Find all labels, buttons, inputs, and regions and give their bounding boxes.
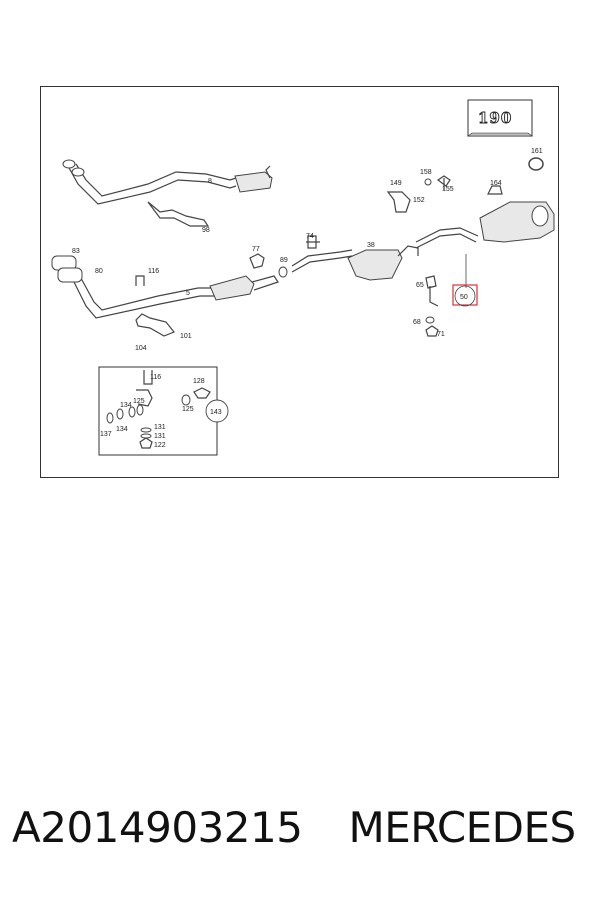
inset-callout-125-b: 125 (182, 406, 194, 413)
bracket-149 (386, 191, 411, 213)
nut-71 (425, 325, 439, 337)
callout-5: 5 (186, 290, 190, 297)
callout-101: 101 (180, 333, 192, 340)
callout-50-highlight (452, 284, 478, 306)
inset-callout-131-b: 131 (154, 433, 166, 440)
callout-50-circle (454, 285, 476, 307)
callout-74: 74 (306, 233, 314, 240)
hanger-161 (528, 157, 544, 171)
inset-callout-116: 116 (150, 374, 161, 381)
callout-50: 50 (460, 294, 468, 301)
inset-callout-128: 128 (193, 378, 205, 385)
callout-161: 161 (531, 148, 543, 155)
callout-8: 8 (208, 178, 212, 185)
callout-98: 98 (202, 227, 210, 234)
middle-muffler (291, 245, 419, 281)
inset-callout-137: 137 (100, 431, 112, 438)
callout-65: 65 (416, 282, 424, 289)
inset-callout-134: 134 (120, 402, 132, 409)
bracket-101 (135, 313, 175, 337)
bolt-155 (436, 175, 451, 190)
callout-164: 164 (490, 180, 502, 187)
callout-83: 83 (72, 248, 80, 255)
washer-158 (424, 178, 432, 186)
exhaust-system-diagram: 190 (40, 86, 559, 478)
callout-68: 68 (413, 319, 421, 326)
part-number: A2014903215 (12, 803, 303, 852)
front-pipe-lower (51, 255, 279, 319)
callout-labels: 8 98 83 80 116 5 104 101 77 89 74 38 149… (72, 148, 543, 449)
model-badge: 190 (467, 99, 533, 137)
callout-116: 116 (148, 268, 159, 275)
brand-name: MERCEDES (348, 803, 576, 852)
clamp-74 (306, 235, 320, 249)
callout-89: 89 (280, 257, 288, 264)
front-pipe-upper (62, 159, 273, 205)
callout-71: 71 (437, 331, 445, 338)
inset-callout-134-b: 134 (116, 426, 128, 433)
bracket-98 (147, 201, 210, 227)
inset-callout-143: 143 (210, 409, 222, 416)
callout-77: 77 (252, 246, 260, 253)
callout-38: 38 (367, 242, 375, 249)
callout-149: 149 (390, 180, 402, 187)
model-badge-text: 190 (478, 109, 512, 127)
clamp-116 (135, 275, 145, 286)
washer-68 (425, 316, 435, 324)
nut-77 (249, 253, 265, 269)
inset-callout-122: 122 (154, 442, 166, 449)
inset-detail (98, 366, 229, 456)
hanger-65 (425, 275, 439, 307)
callout-80: 80 (95, 268, 103, 275)
inset-callout-131-a: 131 (154, 424, 166, 431)
rear-muffler (415, 201, 555, 249)
bracket-164 (487, 185, 503, 195)
inset-callout-125-a: 125 (133, 398, 145, 405)
callout-158: 158 (420, 169, 432, 176)
callout-155: 155 (442, 186, 454, 193)
gasket-89 (278, 266, 288, 278)
callout-152: 152 (413, 197, 425, 204)
callout-104: 104 (135, 345, 147, 352)
caption: A2014903215 MERCEDES (12, 798, 592, 858)
